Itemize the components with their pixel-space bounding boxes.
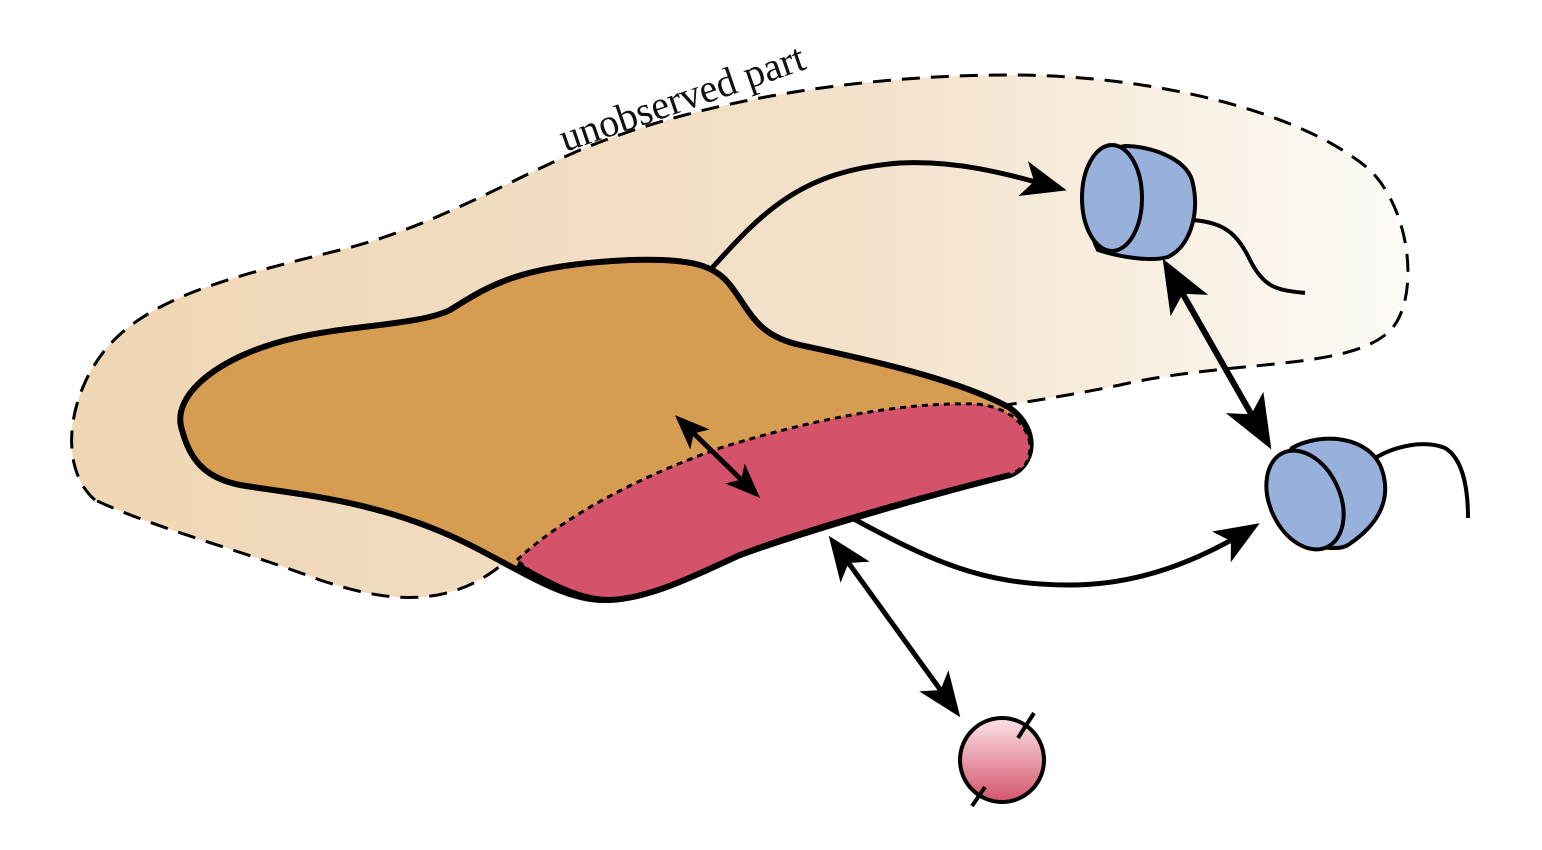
upper-cup-icon: [1080, 143, 1306, 295]
arrow-to-upper-cup: [710, 160, 1067, 270]
inner-double-arrow: [674, 415, 761, 498]
lower-cup-rim: [1264, 448, 1346, 552]
ball-stick-bottom: [970, 785, 987, 808]
cups-double-arrow: [1162, 258, 1272, 450]
ball-stick-top: [1016, 711, 1036, 740]
lower-cup-icon: [1264, 436, 1470, 552]
ball-icon: [958, 711, 1046, 808]
ball-body: [958, 716, 1046, 804]
ball-double-arrow: [828, 535, 961, 718]
lower-cup-tail: [1370, 442, 1470, 519]
arrow-to-lower-cup: [848, 514, 1260, 588]
upper-cup-rim: [1080, 143, 1144, 253]
upper-cup-tail: [1191, 218, 1306, 295]
observed-region-edge: [515, 472, 1011, 604]
